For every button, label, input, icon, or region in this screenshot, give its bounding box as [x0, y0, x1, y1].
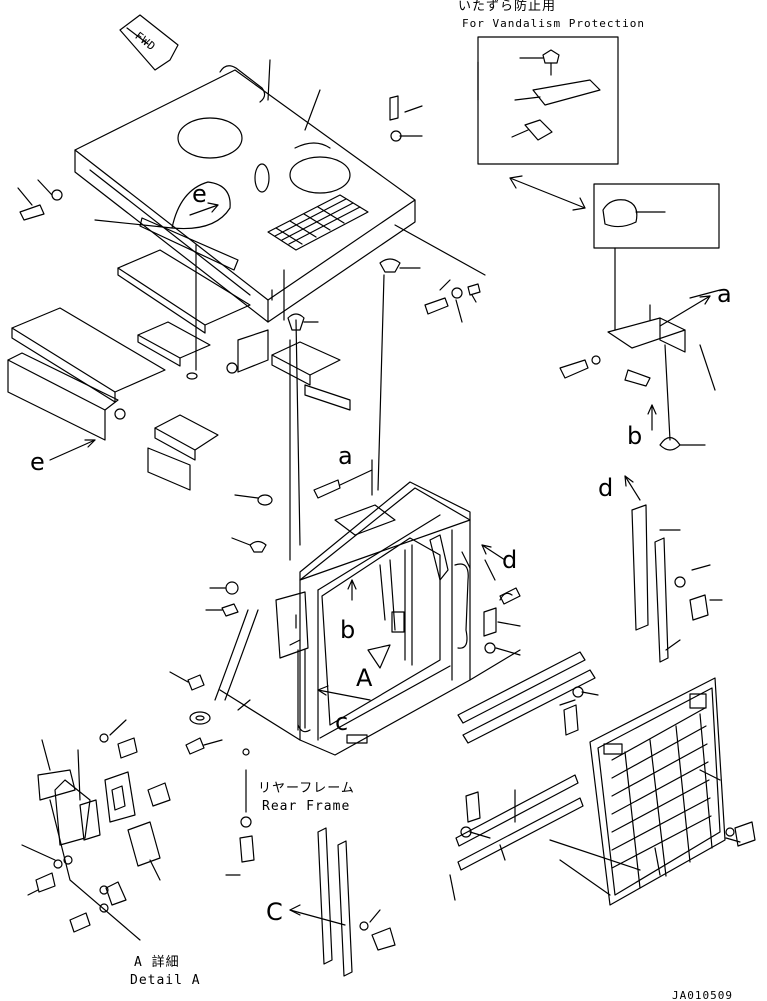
- callout-C: C: [266, 898, 283, 926]
- latch-bracket: [559, 289, 721, 451]
- rear-frame-bolt: [225, 769, 255, 876]
- insulation-pads: [7, 249, 351, 491]
- callout-c: c: [335, 708, 349, 736]
- mounting-bars: [449, 651, 596, 901]
- front-grille: [549, 677, 756, 906]
- callout-a-frame: a: [338, 442, 353, 470]
- detail-a-jp: A 詳細: [134, 955, 180, 970]
- callout-b-frame: b: [340, 616, 356, 644]
- callout-e-pad: e: [30, 448, 45, 476]
- roof-mounts: [287, 258, 481, 331]
- callout-e-roof: e: [192, 180, 207, 208]
- vandalism-title-en: For Vandalism Protection: [462, 17, 645, 30]
- fwd-arrow-icon: [119, 14, 179, 71]
- frame-fasteners: [169, 459, 373, 756]
- drawing-code: JA010509: [672, 989, 733, 1001]
- callout-d-right: d: [598, 474, 614, 502]
- callout-arrows: [49, 202, 711, 701]
- main-frame: [219, 481, 521, 756]
- detail-a-en: Detail A: [130, 973, 201, 988]
- callout-a-right: a: [717, 280, 732, 308]
- vandalism-protection-box: [477, 36, 619, 165]
- detail-c-strips: [289, 827, 396, 977]
- rear-frame-en: Rear Frame: [262, 799, 351, 814]
- vandalism-title-jp: いたずら防止用: [458, 0, 557, 14]
- callout-b-right: b: [627, 422, 643, 450]
- rear-frame-jp: リヤーフレーム: [258, 781, 355, 796]
- callout-d-frame: d: [502, 546, 518, 574]
- roof-bolt-left: [17, 179, 63, 221]
- detail-a: [21, 719, 171, 941]
- cap-box: [593, 183, 720, 331]
- double-arrow: [509, 175, 586, 211]
- callout-A: A: [356, 664, 373, 692]
- strip-d: [631, 504, 723, 663]
- leader-lines: [195, 59, 486, 561]
- grille-bolts: [460, 686, 599, 839]
- frame-fasteners-right: [461, 551, 521, 656]
- roof-panel: [74, 65, 423, 323]
- side-panel: [214, 591, 311, 733]
